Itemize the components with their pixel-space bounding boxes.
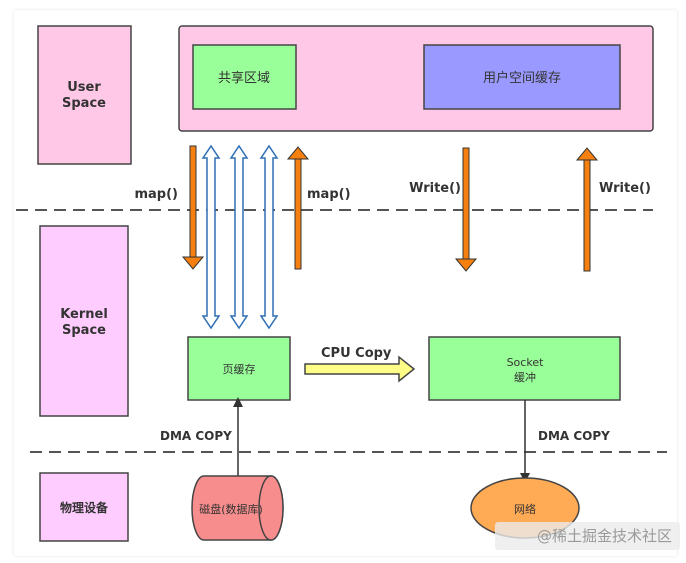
write-down-arrow	[454, 147, 478, 272]
page-cache-box	[187, 336, 291, 401]
disk-label: 磁盘(数据库)	[199, 502, 263, 516]
socket-buffer-box	[428, 336, 621, 401]
mapping-arrow-2	[229, 144, 249, 330]
dma-copy-right-label: DMA COPY	[538, 429, 610, 443]
shared-region-label: 共享区域	[218, 70, 270, 86]
cpu-copy-arrow	[304, 355, 416, 383]
network-label: 网络	[514, 502, 536, 516]
write-up-arrow	[575, 147, 599, 272]
map-right-label: map()	[307, 187, 351, 202]
kernel-space-region	[39, 225, 129, 417]
dma-copy-left-label: DMA COPY	[160, 429, 232, 443]
user-space-region	[37, 25, 132, 165]
physical-device-label: 物理设备	[60, 500, 109, 515]
write-left-label: Write()	[409, 181, 461, 196]
shared-region-box	[192, 44, 297, 110]
map-down-arrow	[181, 145, 205, 270]
kernel-space-label: Kernel	[60, 307, 108, 322]
cpu-copy-label: CPU Copy	[321, 346, 392, 361]
socket-buffer-label: Socket	[507, 356, 545, 369]
user-buffer-label: 用户空间缓存	[483, 70, 561, 86]
mapping-arrow-1	[201, 144, 221, 330]
physical-device-region	[39, 472, 129, 542]
page-cache-label: 页缓存	[223, 362, 256, 376]
user-space-label-2: Space	[62, 96, 106, 111]
user-buffer-box	[423, 44, 621, 110]
mapping-arrow-3	[259, 144, 279, 330]
socket-buffer-label-2: 缓冲	[514, 370, 536, 384]
user-space-label: User	[67, 80, 101, 95]
kernel-space-label-2: Space	[62, 323, 106, 338]
map-left-label: map()	[134, 187, 178, 202]
write-right-label: Write()	[599, 181, 651, 196]
disk-cylinder	[191, 475, 284, 541]
watermark: @稀土掘金技术社区	[495, 522, 680, 550]
map-up-arrow	[286, 146, 310, 270]
